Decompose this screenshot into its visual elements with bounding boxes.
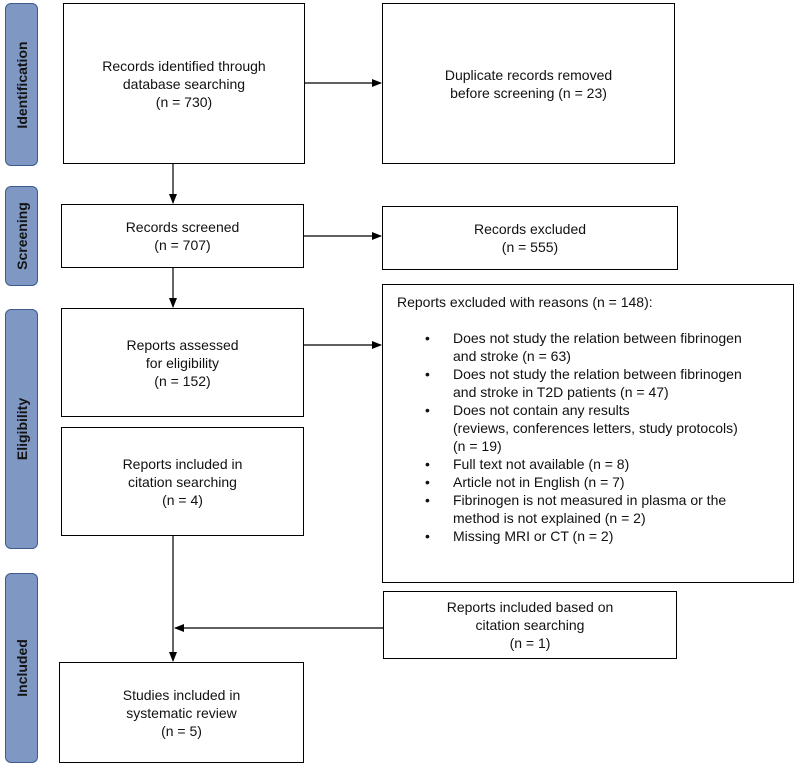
box-line: before screening (n = 23): [450, 84, 607, 101]
exclusions-heading: Reports excluded with reasons (n = 148):: [397, 294, 653, 310]
box-line: citation searching: [128, 473, 237, 490]
box-line: Duplicate records removed: [444, 66, 613, 83]
box-reports-assessed: Reports assessed for eligibility (n = 15…: [61, 308, 304, 417]
box-reports-citation-searching: Reports included in citation searching (…: [61, 427, 304, 536]
box-duplicates-removed: Duplicate records removed before screeni…: [382, 3, 675, 164]
box-records-screened: Records screened (n = 707): [61, 204, 304, 268]
box-records-excluded: Records excluded (n = 555): [382, 206, 678, 270]
box-line: Reports included in: [122, 455, 243, 472]
box-reports-excluded-reasons: Reports excluded with reasons (n = 148):…: [382, 284, 794, 583]
box-line: Studies included in: [122, 686, 241, 703]
box-line: (n = 152): [154, 372, 211, 389]
box-line: Records identified through: [102, 57, 266, 74]
box-line: (n = 707): [154, 237, 211, 253]
box-line: (n = 4): [162, 491, 203, 508]
box-line: Reports assessed: [126, 336, 239, 353]
phase-identification: Identification: [5, 3, 38, 166]
box-line: (n = 1): [509, 635, 551, 651]
box-reports-included-citation: Reports included based on citation searc…: [383, 591, 677, 659]
box-line: Records screened: [125, 219, 240, 235]
box-line: (n = 730): [155, 93, 213, 110]
exclusion-reason: Fibrinogen is not measured in plasma or …: [425, 491, 783, 527]
exclusion-reasons-list: Does not study the relation between fibr…: [397, 329, 783, 545]
phase-included: Included: [5, 573, 38, 763]
box-studies-included: Studies included in systematic review (n…: [59, 662, 304, 763]
exclusion-reason: Missing MRI or CT (n = 2): [425, 527, 783, 545]
box-line: (n = 5): [161, 722, 202, 739]
box-records-identified: Records identified through database sear…: [63, 3, 305, 164]
box-line: (n = 555): [501, 239, 559, 255]
phase-eligibility: Eligibility: [5, 309, 38, 549]
box-line: Reports included based on: [446, 599, 614, 615]
phase-screening: Screening: [5, 186, 38, 286]
exclusion-reason: Does not contain any results(reviews, co…: [425, 401, 783, 455]
exclusion-reason: Article not in English (n = 7): [425, 473, 783, 491]
box-line: database searching: [122, 75, 246, 92]
exclusion-reason: Does not study the relation between fibr…: [425, 329, 783, 365]
exclusion-reason: Does not study the relation between fibr…: [425, 365, 783, 401]
box-line: systematic review: [126, 704, 237, 721]
box-line: Records excluded: [473, 221, 587, 237]
box-line: citation searching: [475, 617, 585, 633]
box-line: for eligibility: [145, 354, 220, 371]
exclusion-reason: Full text not available (n = 8): [425, 455, 783, 473]
